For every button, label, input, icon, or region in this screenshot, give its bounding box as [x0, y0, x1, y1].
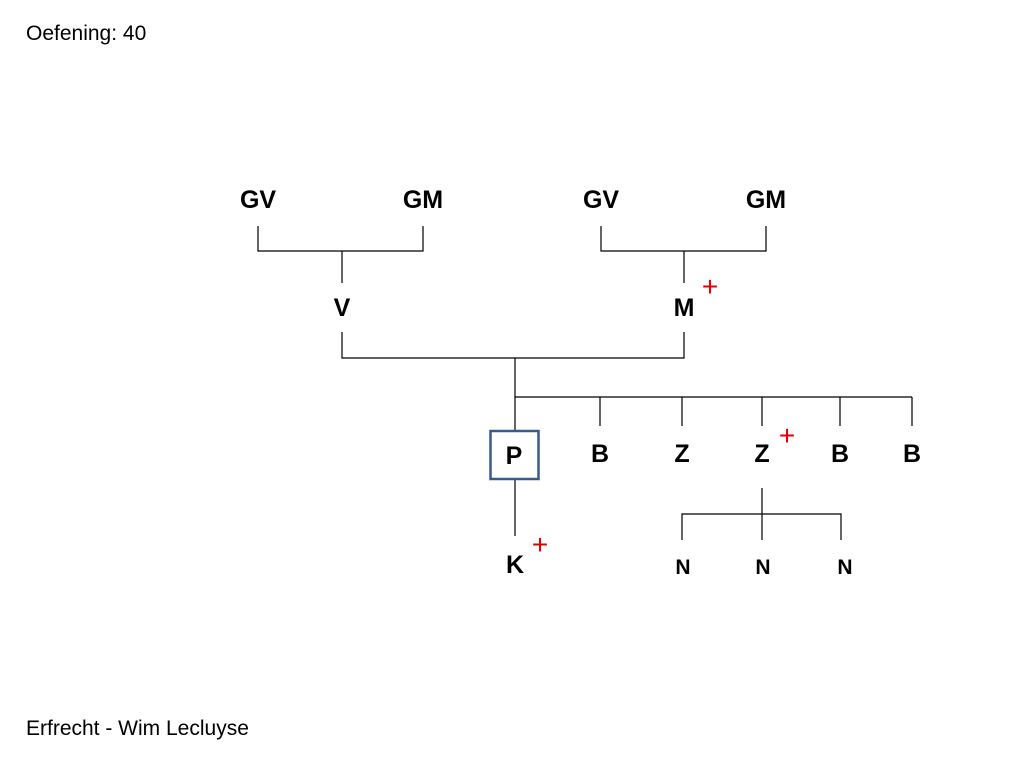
deceased-marker-sibling-3: + [779, 420, 795, 451]
node-niece-nephew-2: N [755, 556, 770, 579]
node-sibling-4: B [831, 440, 849, 468]
node-mother: M [674, 294, 695, 322]
slide-footer: Erfrecht - Wim Lecluyse [26, 717, 249, 740]
edge-nieces-bar [681, 513, 842, 540]
node-sibling-5: B [903, 440, 921, 468]
node-sibling-2: Z [674, 440, 689, 468]
tree-nodes: GV GM GV GM V M P B Z Z B B K N N N [240, 186, 921, 579]
self-box [489, 429, 540, 481]
node-gm-mother-side: GM [746, 186, 786, 214]
node-sibling-1: B [591, 440, 609, 468]
deceased-marker-mother: + [702, 271, 718, 302]
node-niece-nephew-3: N [837, 556, 852, 579]
edge-father-parents [257, 226, 424, 252]
node-gv-mother-side: GV [583, 186, 619, 214]
node-child: K [506, 551, 524, 579]
edge-mother-parents [600, 226, 767, 252]
node-gv-father-side: GV [240, 186, 276, 214]
node-sibling-3: Z [754, 440, 769, 468]
slide-title: Oefening: 40 [26, 22, 147, 45]
node-niece-nephew-1: N [675, 556, 690, 579]
deceased-markers: + + + [532, 271, 795, 560]
node-father: V [334, 294, 351, 322]
node-gm-father-side: GM [403, 186, 443, 214]
edge-parents-couple [341, 332, 685, 359]
node-self: P [506, 442, 523, 470]
tree-edges [257, 226, 913, 540]
deceased-marker-child: + [532, 529, 548, 560]
